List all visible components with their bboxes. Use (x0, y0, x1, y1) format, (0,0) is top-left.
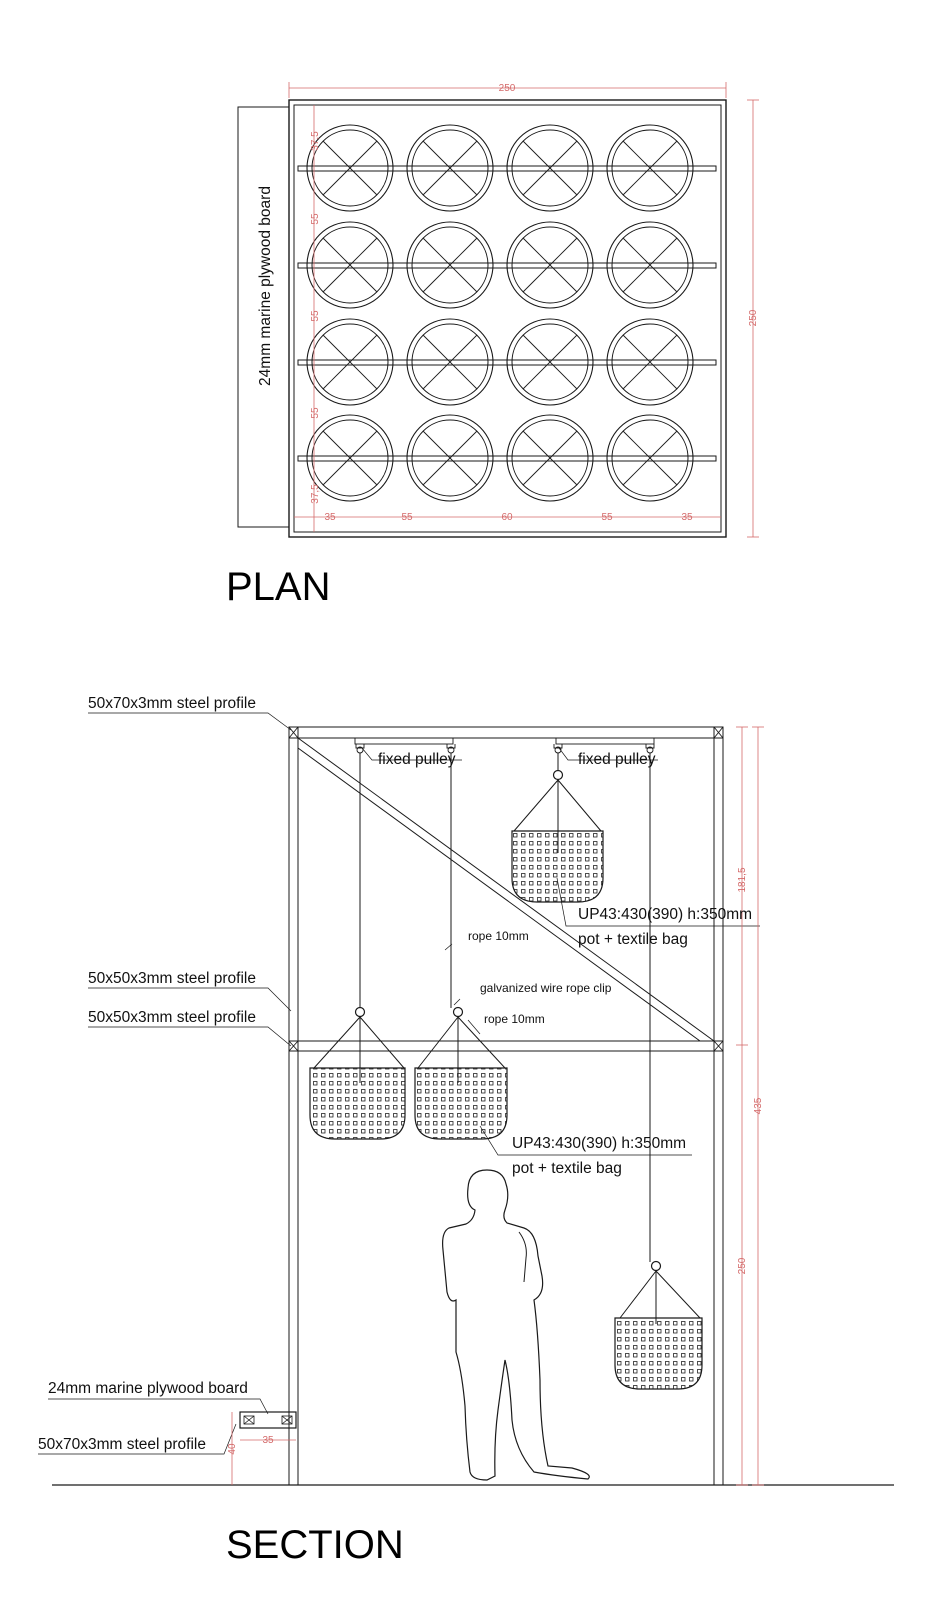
leader-lines (38, 712, 760, 1455)
plan-pot-3-2 (406, 318, 494, 406)
plan-frame-inner (293, 104, 722, 533)
plywood-bench (239, 1411, 297, 1429)
section-title: SECTION (226, 1523, 404, 1567)
plan-height-dim: 250 (748, 309, 759, 326)
dim-bench-height: 40 (227, 1443, 238, 1455)
pot-a-spec-line1: UP43:430(390) h:350mm (578, 906, 752, 923)
plan-pot-2-4 (606, 221, 694, 309)
plan-pot-4-4 (606, 414, 694, 502)
plan-col-dim-1: 35 (324, 512, 336, 523)
pulley-label-1: fixed pulley (378, 751, 456, 768)
pulley-label-2: fixed pulley (578, 751, 656, 768)
dim-bench-width: 35 (262, 1435, 274, 1446)
plan-pot-2-1 (306, 221, 394, 309)
plywood-label: 24mm marine plywood board (48, 1380, 248, 1397)
plan-row-dim-2: 55 (310, 213, 321, 225)
plan-col-dim-5: 35 (681, 512, 693, 523)
pulleys (354, 737, 655, 754)
diagonal-brace (297, 737, 715, 1042)
plan-pot-grid (306, 124, 694, 502)
plan-pot-4-2 (406, 414, 494, 502)
pot-a-spec-line2: pot + textile bag (578, 931, 688, 948)
ropes (359, 753, 651, 1262)
pot-lower-right (614, 1260, 703, 1390)
pot-b-spec-line2: pot + textile bag (512, 1160, 622, 1177)
dim-lower: 250 (737, 1257, 748, 1274)
plan-frame-outer (288, 99, 727, 538)
rope-label-2: rope 10mm (484, 1012, 545, 1026)
plan-pot-3-1 (306, 318, 394, 406)
person-silhouette (442, 1169, 590, 1481)
plan-pot-3-4 (606, 318, 694, 406)
plan-pot-2-2 (406, 221, 494, 309)
pot-b-spec-line1: UP43:430(390) h:350mm (512, 1135, 686, 1152)
pot-mid-right (414, 1006, 508, 1140)
plan-pot-1-1 (306, 124, 394, 212)
plan-col-dim-3: 60 (501, 512, 513, 523)
person-arm-line (518, 1231, 527, 1283)
plan-pot-4-3 (506, 414, 594, 502)
plan-pot-1-4 (606, 124, 694, 212)
mid-profile-label-1: 50x50x3mm steel profile (88, 970, 256, 987)
plan-view: 24mm marine plywood board 250 250 37,5 5… (226, 82, 759, 609)
plan-row-dim-4: 55 (310, 407, 321, 419)
right-column (713, 726, 724, 1486)
clip-label: galvanized wire rope clip (480, 981, 612, 995)
dim-total: 435 (753, 1097, 764, 1114)
dim-upper: 181,5 (737, 867, 748, 892)
top-profile-label: 50x70x3mm steel profile (88, 695, 256, 712)
plan-col-dim-2: 55 (401, 512, 413, 523)
plywood-board-label: 24mm marine plywood board (257, 186, 274, 386)
plan-dimensions: 250 250 37,5 55 55 55 37,5 35 55 60 55 3… (288, 82, 759, 538)
section-view: 181,5 435 250 35 40 50x70x3mm steel prof… (38, 695, 894, 1567)
plan-title: PLAN (226, 565, 331, 609)
plan-pot-1-3 (506, 124, 594, 212)
section-dimensions: 181,5 435 250 35 40 (227, 726, 764, 1486)
mid-beam (288, 1040, 724, 1052)
top-beam (288, 726, 724, 739)
plan-pot-2-3 (506, 221, 594, 309)
plan-pot-4-1 (306, 414, 394, 502)
plan-row-dim-5: 37,5 (310, 484, 321, 504)
pot-upper-right (511, 769, 604, 903)
plan-row-dim-3: 55 (310, 310, 321, 322)
plan-pot-1-2 (406, 124, 494, 212)
mid-profile-label-2: 50x50x3mm steel profile (88, 1009, 256, 1026)
plan-pot-3-3 (506, 318, 594, 406)
plan-row-dim-1: 37,5 (310, 131, 321, 151)
plan-width-dim: 250 (499, 83, 516, 94)
pot-mid-left (309, 1006, 406, 1140)
plan-col-dim-4: 55 (601, 512, 613, 523)
bottom-profile-label: 50x70x3mm steel profile (38, 1436, 206, 1453)
left-column (288, 726, 299, 1486)
rope-label-1: rope 10mm (468, 929, 529, 943)
